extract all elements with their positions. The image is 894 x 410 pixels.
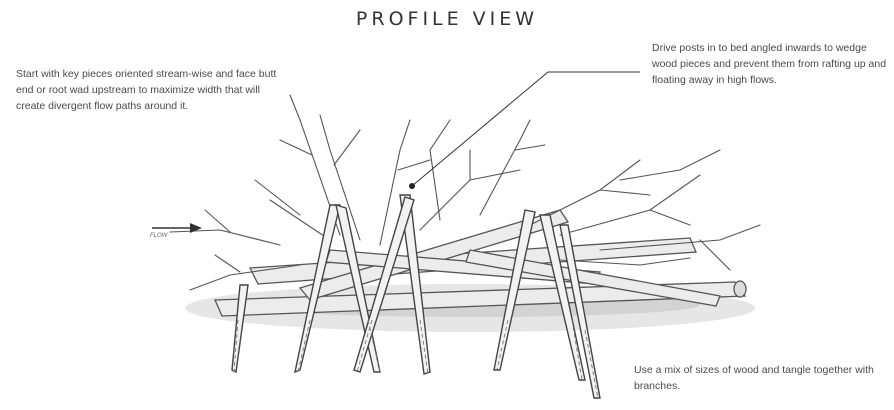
flow-label: FLOW: [150, 233, 167, 239]
callout-dot: [409, 183, 415, 189]
buried-posts: [234, 320, 598, 398]
log-end: [734, 281, 746, 297]
